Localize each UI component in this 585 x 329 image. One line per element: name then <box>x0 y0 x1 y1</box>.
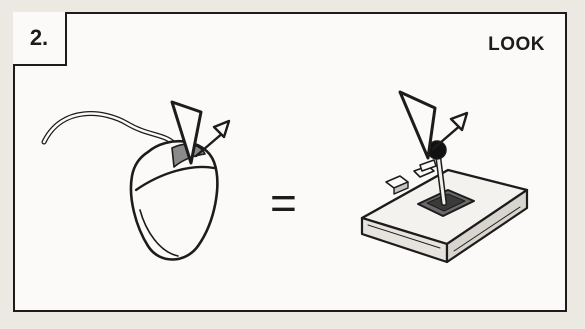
check-arrow-icon <box>400 92 467 158</box>
joystick-icon <box>362 141 527 262</box>
